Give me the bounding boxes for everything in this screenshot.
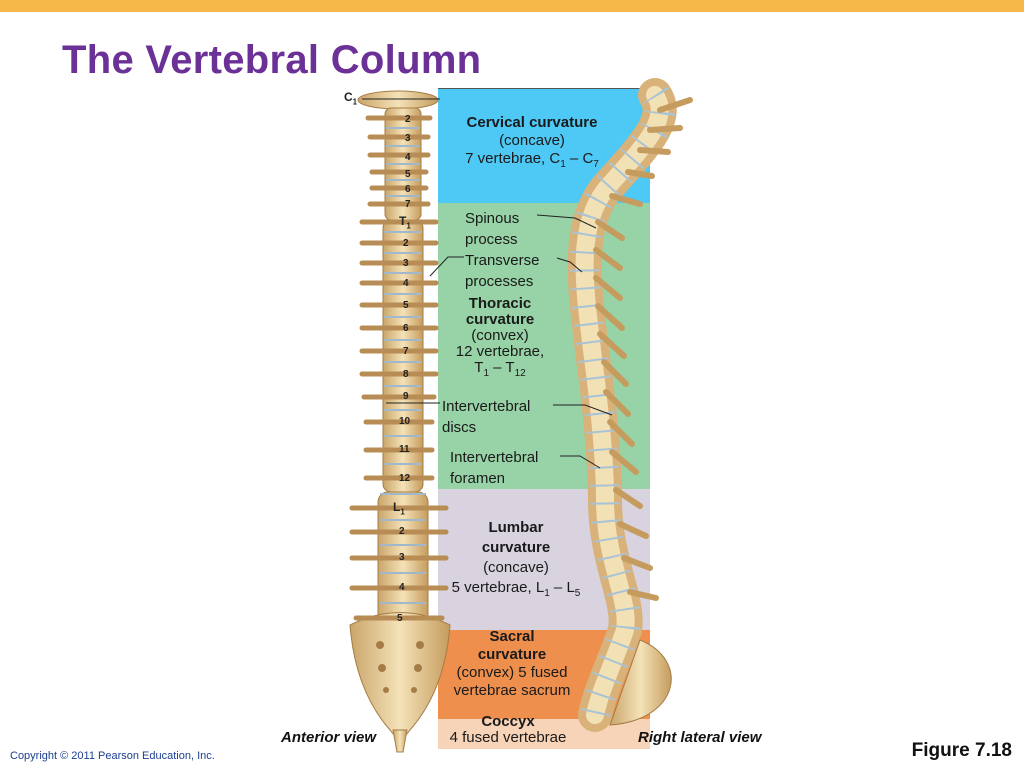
cervical-type: (concave) (499, 132, 565, 149)
copyright-text: Copyright © 2011 Pearson Education, Inc. (10, 750, 215, 762)
thoracic-count: 12 vertebrae, (455, 343, 545, 360)
slide-title: The Vertebral Column (62, 38, 482, 82)
label-c2: 2 (405, 114, 411, 125)
label-t3: 3 (403, 258, 409, 269)
label-l3: 3 (399, 552, 405, 563)
cervical-name: Cervical curvature (466, 114, 598, 131)
label-l4: 4 (399, 582, 405, 593)
label-t1: T1 (399, 214, 411, 231)
thoracic-type: (convex) (471, 327, 529, 344)
label-c3: 3 (405, 133, 411, 144)
label-c7: 7 (405, 199, 411, 210)
label-t8: 8 (403, 369, 409, 380)
sacral-text: Sacral curvature (convex) 5 fused verteb… (453, 628, 571, 699)
anterior-spine (349, 90, 451, 753)
lumbar-text: Lumbar curvature (concave) 5 vertebrae, … (451, 519, 581, 599)
label-t2: 2 (403, 238, 409, 249)
caption-anterior-view: Anterior view (281, 729, 377, 746)
thoracic-range: T1 – T12 (474, 359, 526, 380)
label-t7: 7 (403, 346, 409, 357)
label-c5: 5 (405, 169, 411, 180)
lateral-spine (567, 78, 693, 732)
cervical-text: Cervical curvature (concave) 7 vertebrae… (438, 114, 626, 174)
label-t6: 6 (403, 323, 409, 334)
caption-right-lateral-view: Right lateral view (638, 729, 762, 746)
label-c6: 6 (405, 184, 411, 195)
thoracic-text: Thoracic curvature (convex) 12 vertebrae… (440, 296, 560, 382)
label-t4: 4 (403, 278, 409, 289)
label-c4: 4 (405, 152, 411, 163)
thoracic-name: Thoracic (468, 295, 532, 312)
label-t10: 10 (399, 416, 411, 427)
label-l1: L1 (393, 500, 405, 517)
label-t5: 5 (403, 300, 409, 311)
label-c1: C1 (344, 90, 358, 107)
coccyx-text: Coccyx 4 fused vertebrae (449, 713, 567, 746)
top-accent-bar (0, 0, 1024, 12)
label-t9: 9 (403, 391, 409, 402)
cervical-count: 7 vertebrae, C1 – C7 (465, 150, 599, 170)
label-l2: 2 (399, 526, 405, 537)
label-t11: 11 (399, 444, 410, 455)
label-t12: 12 (399, 473, 411, 484)
figure-number: Figure 7.18 (911, 740, 1012, 761)
label-l5: 5 (397, 613, 403, 624)
